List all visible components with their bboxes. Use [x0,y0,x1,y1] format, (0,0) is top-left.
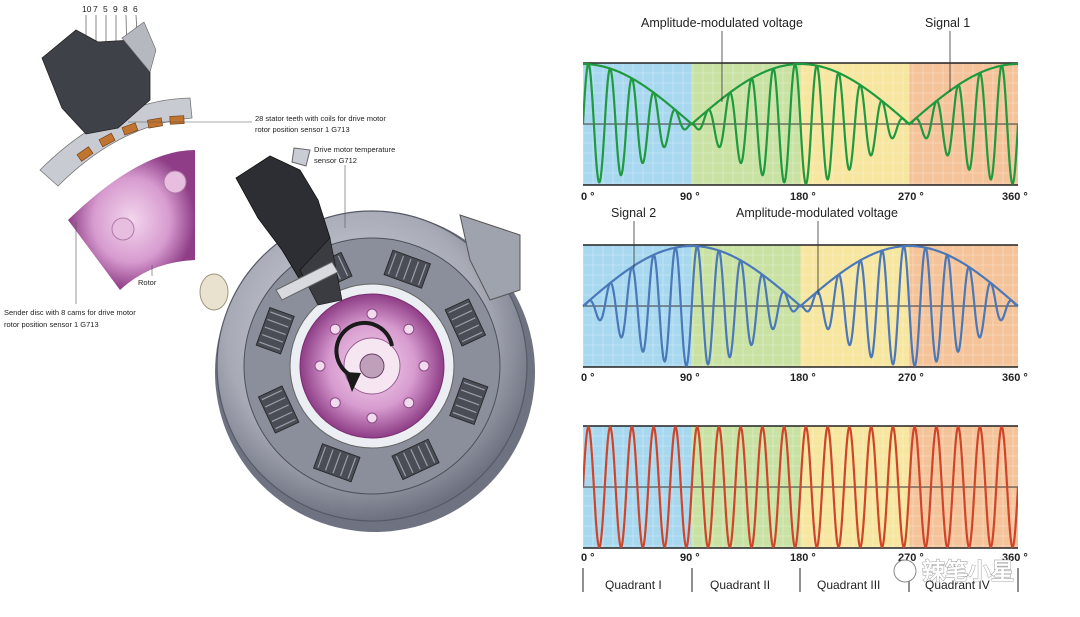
rotor-shaft [359,353,385,379]
callout-6: 6 [133,4,138,14]
callout-10: 10 [82,4,92,14]
rotor-bolt-holes [314,308,430,424]
drive-motor: Drive motor temperature sensor G712 [199,145,535,532]
chart-1-tick-0: 0 ° [581,191,595,203]
temp-sensor-label: Drive motor temperature [314,145,395,154]
chart-3-excitation-wave [583,426,1018,548]
sensor-bracket [121,21,157,73]
rotor-hole-2 [163,170,187,194]
chart-1-tick-180: 180 ° [790,191,816,203]
watermark-text: 辣笔小星 [922,558,1014,585]
chart-3-tick-360: 360 ° [1002,552,1028,564]
watermark: 辣笔小星 [893,558,1014,585]
sensor-clip [291,147,311,167]
chart-signal-1: Amplitude-modulated voltage Signal 1 0 °… [581,16,1028,203]
stator-coil-block [255,307,295,355]
chart-1-envelope [582,62,1019,126]
stator-coil-block [444,298,487,347]
rotor-hole-1 [111,217,135,241]
callout-5: 5 [103,4,108,14]
chart-3-tick-180: 180 ° [790,552,816,564]
sender-disc-label-2: rotor position sensor 1 G713 [4,320,99,329]
quadrant-3-label: Quadrant III [817,578,880,592]
temp-sensor-label-2: sensor G712 [314,156,357,165]
chart-2-tick-360: 360 ° [1002,372,1028,384]
chart-2-tick-180: 180 ° [790,372,816,384]
stator-coil-block [449,377,489,425]
rotor-hole [366,412,378,424]
signal-charts: Amplitude-modulated voltage Signal 1 0 °… [581,16,1028,592]
rotor-hole [403,323,415,335]
rotor-hole [403,397,415,409]
callout-numbers: 10 7 5 9 8 6 [82,4,138,14]
wechat-icon [893,559,917,583]
stator-coil-block [257,385,300,434]
housing-mount [459,214,521,301]
stator-coil-block [383,249,431,289]
rotor-hole [418,360,430,372]
chart-3-tick-0: 0 ° [581,552,595,564]
rotor-hole [329,397,341,409]
stator-teeth-label-2: rotor position sensor 1 G713 [255,125,350,134]
chart-2-tick-0: 0 ° [581,372,595,384]
chart-signal-2: Signal 2 Amplitude-modulated voltage 0 °… [581,206,1028,384]
chart-excitation: 0 ° 90 ° 180 ° 270 ° 360 ° Quadrant I Qu… [581,425,1028,592]
stator-coils [76,115,185,162]
sender-disc-segment [68,150,195,290]
rotation-arrow [334,320,394,378]
chart-2-annotation-signal: Signal 2 [611,206,656,220]
chart-2-tick-90: 90 ° [680,372,700,384]
rotor-hole [329,323,341,335]
chart-1-tick-90: 90 ° [680,191,700,203]
chart-1-tick-270: 270 ° [898,191,924,203]
chart-2-envelope [582,244,1019,308]
chart-2-tick-270: 270 ° [898,372,924,384]
quadrant-2-label: Quadrant II [710,578,770,592]
callout-7: 7 [93,4,98,14]
chart-1-tick-360: 360 ° [1002,191,1028,203]
sender-disc-label: Sender disc with 8 cams for drive motor [4,308,136,317]
chart-1-carrier-wave [583,63,1018,185]
coolant-port [199,273,229,311]
chart-2-annotation-am: Amplitude-modulated voltage [736,206,898,220]
stator-coil-block [313,443,361,483]
chart-1-annotation-signal: Signal 1 [925,16,970,30]
sensor-bracket-plate [275,261,339,301]
stator-teeth-label: 28 stator teeth with coils for drive mot… [255,114,386,123]
rotation-arrowhead [345,372,361,392]
rotor-hole [314,360,326,372]
rotor-hole [366,308,378,320]
callout-8: 8 [123,4,128,14]
rotor-label: Rotor [138,278,157,287]
stator-coil-block [391,438,440,481]
chart-3-tick-90: 90 ° [680,552,700,564]
sensor-connector [41,29,151,135]
quadrant-1-label: Quadrant I [605,578,662,592]
detail-view: 10 7 5 9 8 6 [4,4,386,329]
quadrant-4-label: Quadrant IV [925,578,990,592]
callout-9: 9 [113,4,118,14]
chart-1-annotation-am: Amplitude-modulated voltage [641,16,803,30]
